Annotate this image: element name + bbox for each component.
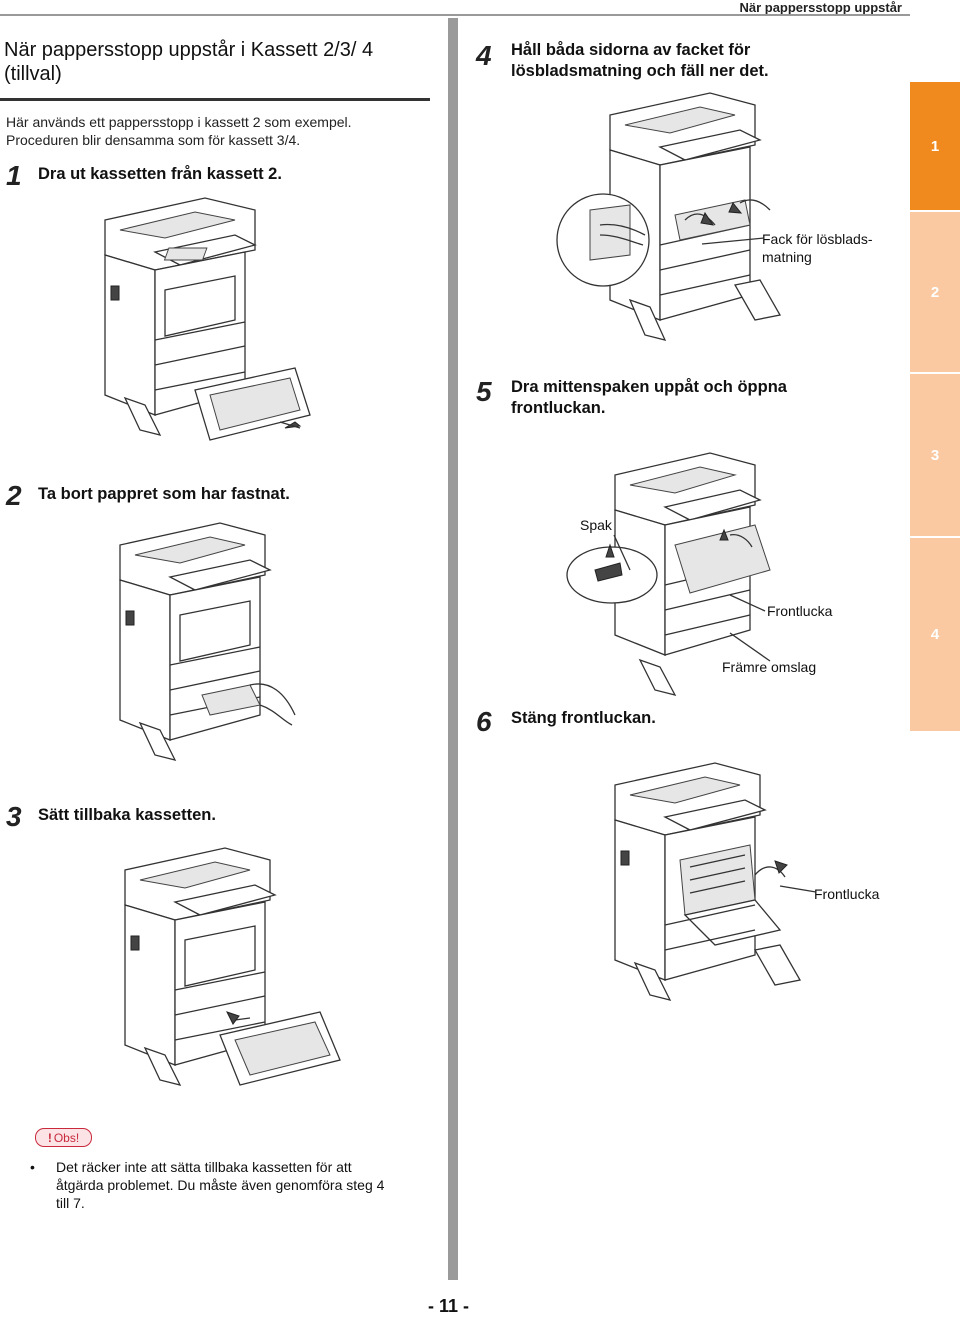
exclamation-icon: ! xyxy=(47,1130,52,1145)
printer-illustration-step-2 xyxy=(119,522,296,761)
step-number: 2 xyxy=(6,480,22,511)
callout-leader-lines xyxy=(613,534,771,662)
callout-bypass-tray: Fack för lösblads- matning xyxy=(762,230,872,266)
chapter-tab-1[interactable]: 1 xyxy=(910,82,960,210)
chapter-tab-label: 4 xyxy=(930,626,940,643)
step-text: Dra mittenspaken uppåt och öppna frontlu… xyxy=(511,378,787,417)
callout-front-cover-close: Frontlucka xyxy=(814,886,880,902)
step-text: Ta bort pappret som har fastnat. xyxy=(38,485,290,503)
step-number: 6 xyxy=(476,706,492,737)
section-title: När pappersstopp uppstår i Kassett 2/3/ … xyxy=(4,39,374,85)
chapter-tab-3[interactable]: 3 xyxy=(910,374,960,536)
page-number: - 11 - xyxy=(428,1296,470,1316)
running-header: När pappersstopp uppstår xyxy=(739,0,902,15)
step-number: 4 xyxy=(476,40,492,71)
step-text: Stäng frontluckan. xyxy=(511,709,656,727)
bullet-icon: • xyxy=(30,1159,35,1175)
chapter-tab-label: 2 xyxy=(930,283,940,301)
printer-illustration-step-6 xyxy=(614,762,802,1001)
caution-label: Obs! xyxy=(53,1130,80,1145)
printer-illustration-step-3 xyxy=(124,847,341,1086)
title-rule xyxy=(0,98,430,101)
caution-badge: ! Obs! xyxy=(35,1128,92,1147)
intro-text: Här används ett pappersstopp i kassett 2… xyxy=(6,114,352,148)
callout-leader-line xyxy=(779,885,817,893)
step-text: Håll båda sidorna av facket för lösblads… xyxy=(511,41,769,80)
chapter-tab-label: 1 xyxy=(930,137,940,155)
callout-front-cover: Frontlucka xyxy=(767,603,833,619)
caution-note-text: Det räcker inte att sätta tillbaka kasse… xyxy=(56,1159,385,1211)
printer-illustration-step-4 xyxy=(556,92,782,341)
chapter-tab-label: 3 xyxy=(930,446,940,464)
callout-front-flap: Främre omslag xyxy=(722,659,817,675)
step-text: Sätt tillbaka kassetten. xyxy=(38,806,216,824)
callout-line: matning xyxy=(762,249,812,265)
printer-illustration-step-1 xyxy=(104,197,311,441)
step-text: Dra ut kassetten från kassett 2. xyxy=(38,165,282,183)
callout-lever: Spak xyxy=(580,517,612,533)
step-number: 3 xyxy=(6,801,22,832)
printer-illustration-step-5 xyxy=(566,452,771,696)
chapter-tab-2[interactable]: 2 xyxy=(910,212,960,372)
chapter-tab-4[interactable]: 4 xyxy=(910,538,960,731)
step-number: 1 xyxy=(6,160,22,191)
header-rule xyxy=(0,14,910,16)
caution-note: • Det räcker inte att sätta tillbaka kas… xyxy=(30,1158,400,1212)
callout-leader-line xyxy=(701,237,765,245)
step-number: 5 xyxy=(476,376,492,407)
column-divider xyxy=(448,18,458,1280)
callout-line: Fack för lösblads- xyxy=(762,231,873,247)
